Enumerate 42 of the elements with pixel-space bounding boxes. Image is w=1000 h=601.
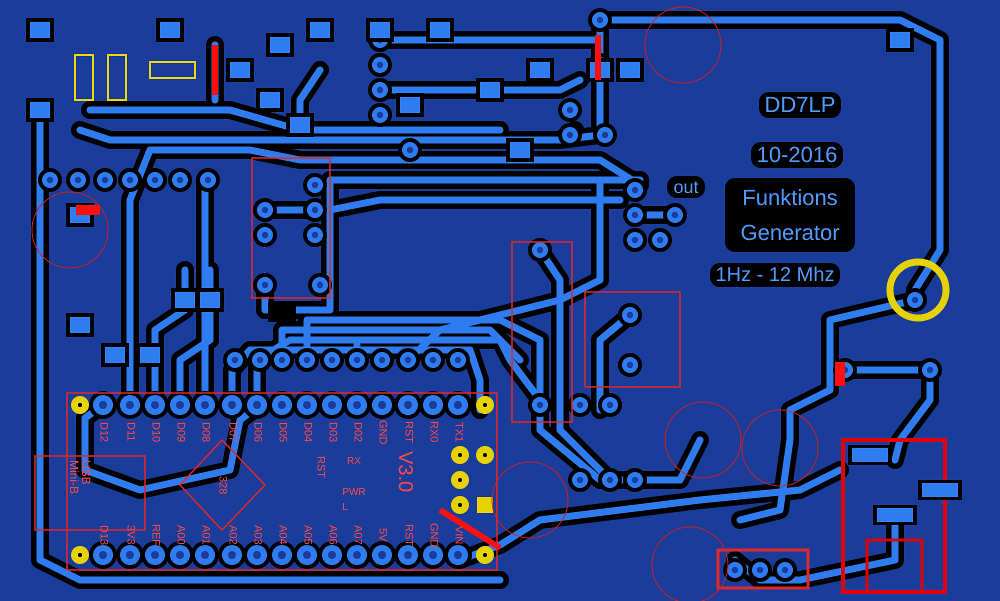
pin-label: RST [402,524,414,546]
silkscreen-label: PWR [342,488,366,498]
copper-text: Funktions Generator [725,178,855,252]
pin-label: D11 [124,422,136,442]
pin-label: 3V3 [124,525,136,545]
copper-text: out [667,176,705,198]
pin-label: D04 [302,422,312,442]
pin-label: USB Mini-B [68,460,92,496]
pin-label: RST [402,421,414,443]
pin-label: D05 [276,422,288,442]
pin-label: A07 [352,525,362,545]
pin-label: RX0 [428,421,438,443]
pin-label: D08 [200,422,210,442]
pin-label: 5V [376,528,388,542]
pin-label: A04 [276,525,288,545]
pin-label: D03 [326,422,338,442]
copper-text: DD7LP [758,92,842,118]
pin-label: A00 [174,525,186,545]
copper-text: 1Hz - 12 Mhz [710,263,840,287]
pin-label: D07 [226,422,238,442]
pin-label: D10 [150,422,160,442]
pin-label: D12 [98,422,108,442]
pin-label: A05 [302,525,312,545]
pin-label: D13 [98,524,108,546]
pin-label: D06 [252,422,262,442]
pin-label: A01 [200,525,210,545]
silkscreen-label: L [342,503,348,513]
pin-label: D09 [174,422,186,442]
pin-label: VIN [452,526,464,544]
pin-label: RST [314,456,326,478]
pin-label: GND [428,522,438,548]
pin-label: GND [376,420,388,444]
pin-label: D02 [352,422,362,442]
pin-label: A06 [326,525,338,545]
pin-label: TX1 [452,422,464,442]
pin-label: A02 [226,525,238,545]
pin-label: V3.0 [395,451,415,493]
silkscreen-label: RX [347,457,361,467]
pin-label: REF [150,524,160,546]
copper-text: 10-2016 [750,142,844,168]
pin-label: A03 [252,525,262,545]
pin-label: 328 [216,476,228,494]
